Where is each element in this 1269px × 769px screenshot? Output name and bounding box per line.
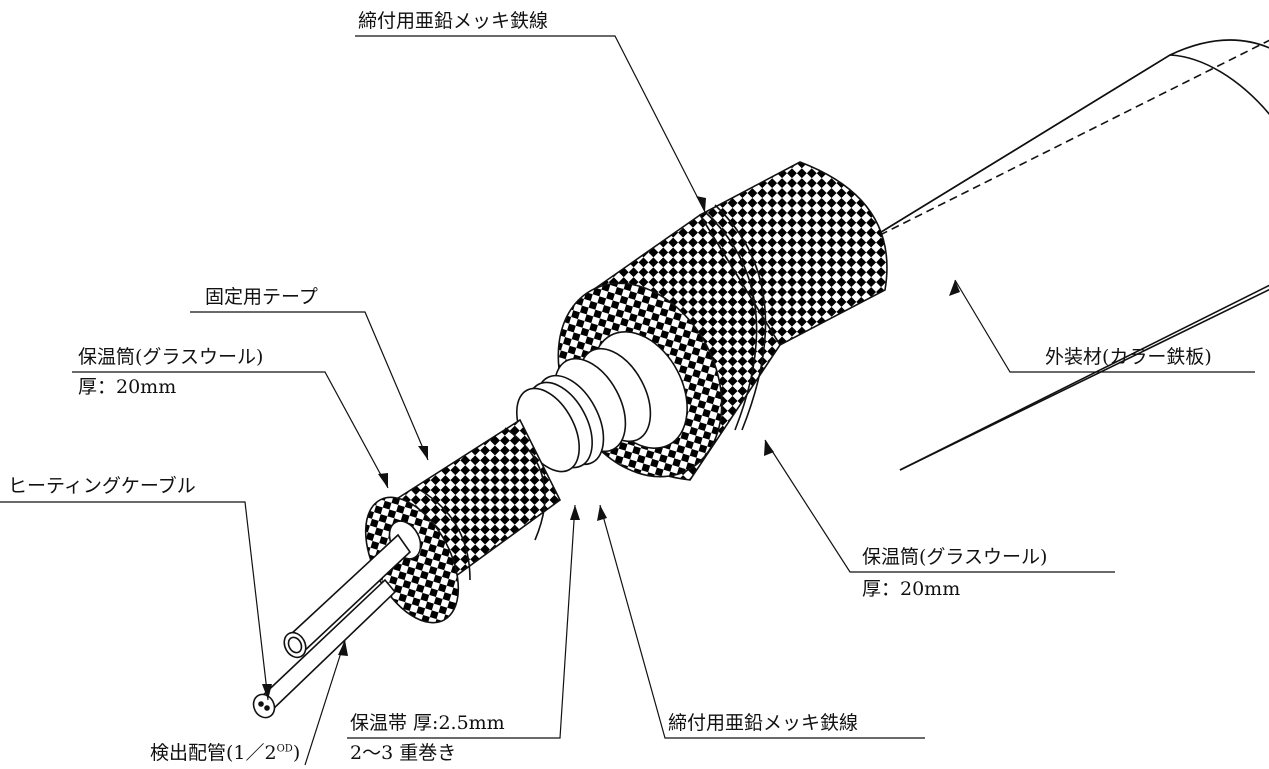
label-insulation-band-wrap: 2～3 重巻き xyxy=(350,742,457,764)
label-top-wire: 締付用亜鉛メッキ鉄線 xyxy=(358,10,549,32)
label-insulation-right: 保温筒(グラスウール) xyxy=(862,546,1048,568)
leader-lines xyxy=(0,35,1255,766)
label-fixing-tape: 固定用テープ xyxy=(205,286,318,308)
leader-arrowheads xyxy=(262,196,960,700)
label-bottom-wire: 締付用亜鉛メッキ鉄線 xyxy=(668,712,859,734)
label-insulation-left: 保温筒(グラスウール) xyxy=(78,346,264,368)
label-insulation-right-thickness: 厚：20mm xyxy=(862,578,961,600)
label-insulation-left-thickness: 厚：20mm xyxy=(78,376,177,398)
label-detection-pipe-text: 検出配管(1／2 xyxy=(150,742,277,764)
label-outer-jacket: 外装材(カラー鉄板) xyxy=(1045,346,1212,368)
detection-pipe xyxy=(283,533,412,659)
label-detection-pipe: 検出配管(1／2OD) xyxy=(150,744,300,763)
label-detection-pipe-close: ) xyxy=(292,742,301,764)
label-heating-cable: ヒーティングケーブル xyxy=(8,475,196,497)
outer-jacket-shape xyxy=(859,39,1269,471)
label-insulation-band: 保温帯 厚:2.5mm xyxy=(350,712,505,734)
label-detection-pipe-sup: OD xyxy=(276,743,293,755)
heating-cable xyxy=(252,578,397,719)
